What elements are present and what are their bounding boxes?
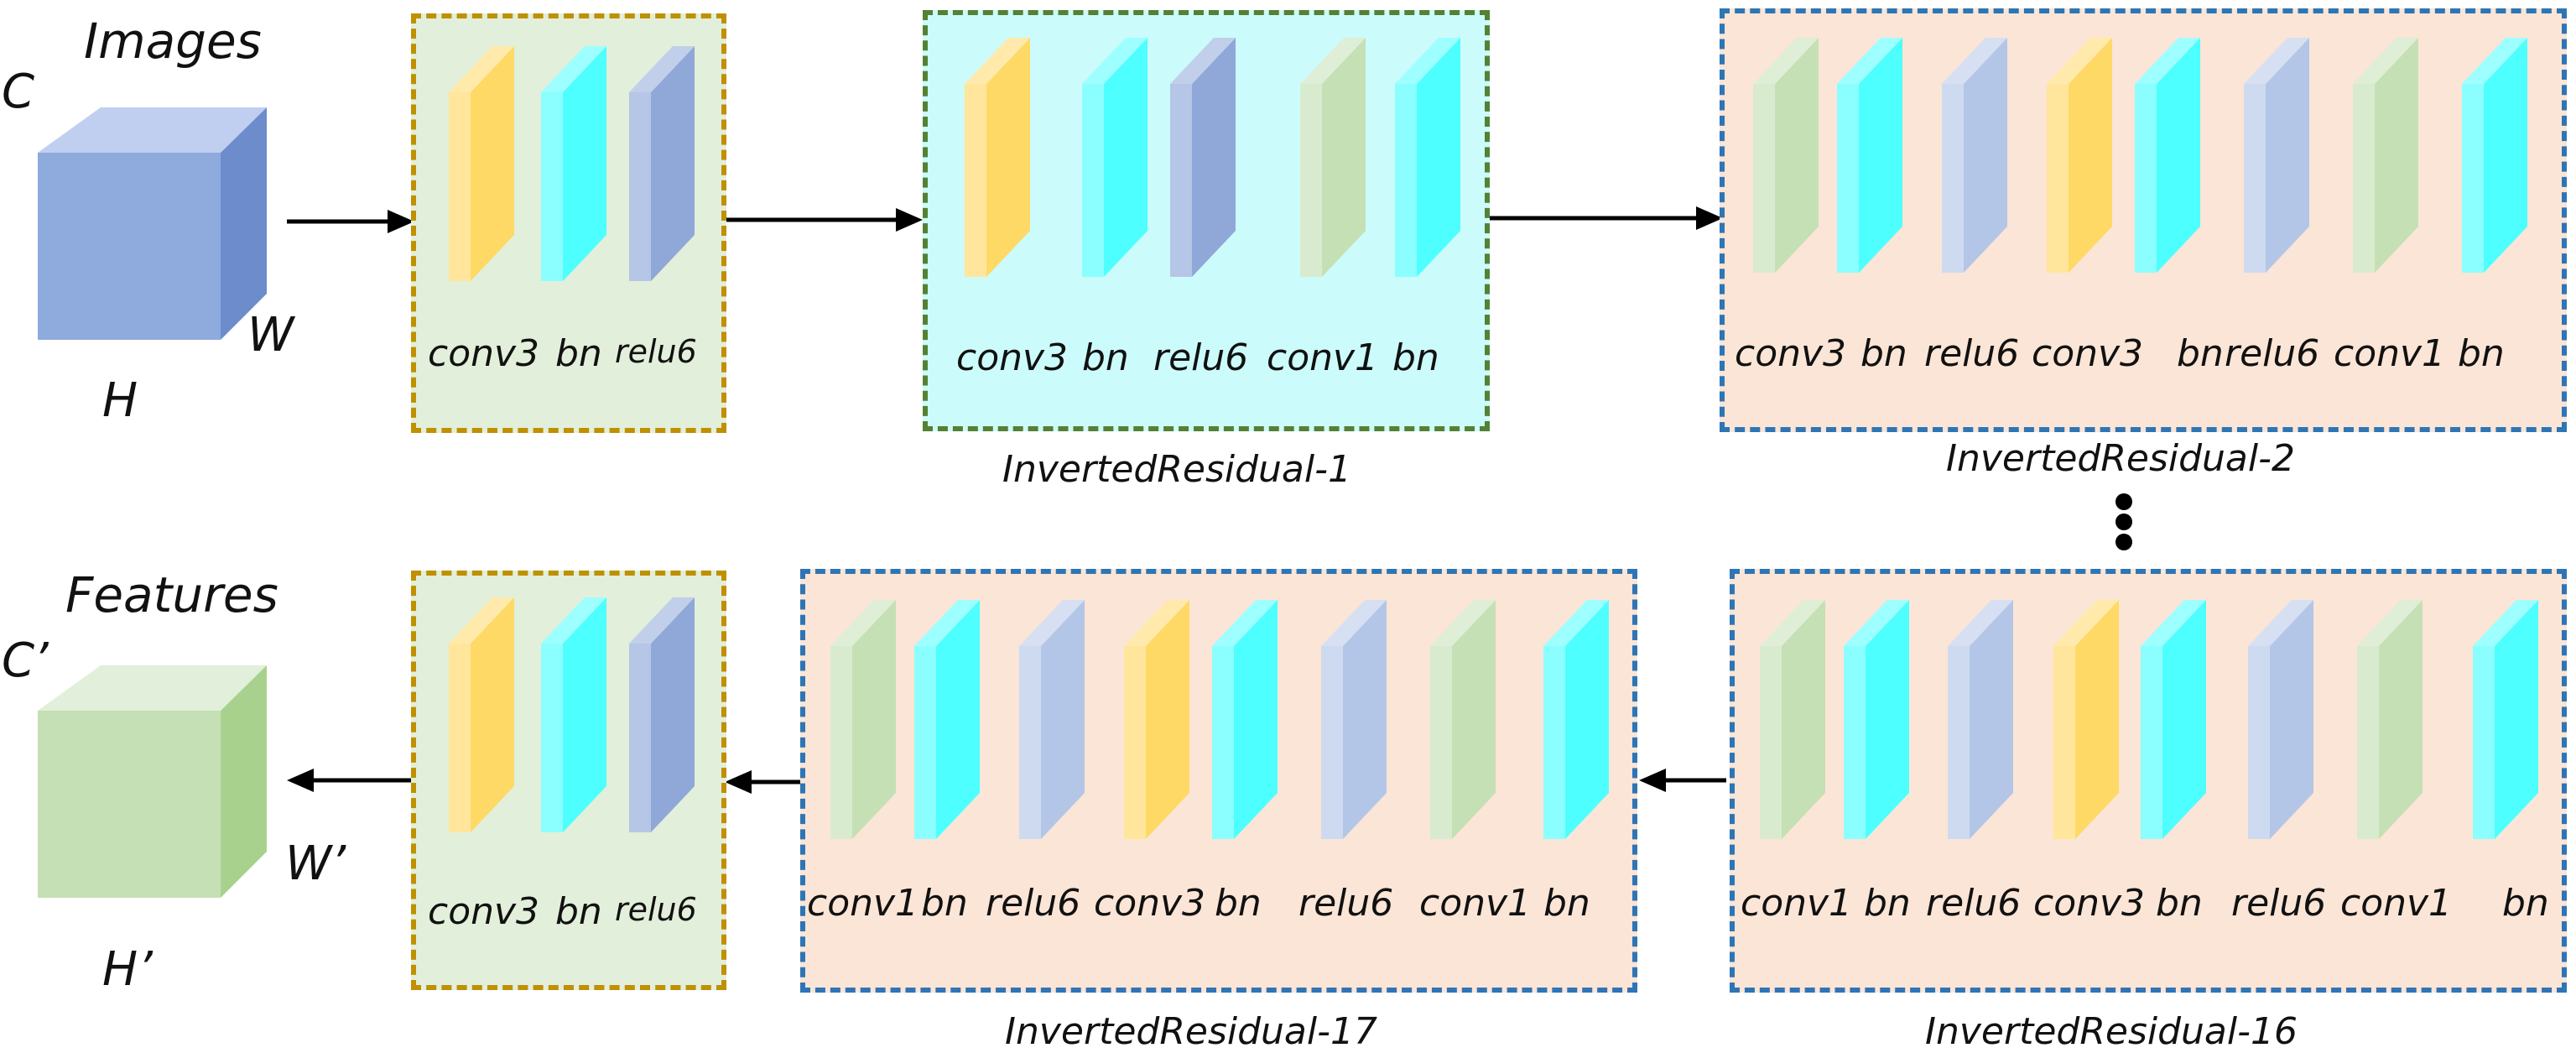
output-cube-front — [38, 711, 221, 898]
output-cube-side — [221, 665, 267, 898]
input-cube-side — [221, 107, 267, 340]
layer-label-bn: bn — [555, 890, 602, 933]
layer-label-conv1: conv1 — [1741, 882, 1853, 925]
input-image-cube — [38, 107, 267, 340]
layer-label-relu6-light: relu6 — [1298, 882, 1394, 925]
layer-label-conv1: conv1 — [807, 882, 919, 925]
block-caption: InvertedResidual-16 — [1925, 1010, 2298, 1053]
block-ir16 — [1730, 569, 2567, 993]
output-cube-top — [38, 665, 267, 711]
layer-label-bn: bn — [1543, 882, 1590, 925]
output-feature-cube — [38, 665, 267, 898]
input-dim-c: C — [2, 65, 35, 119]
arrow-ir16-to-ir17 — [1639, 769, 1726, 792]
layer-label-bn: bn — [1392, 336, 1439, 379]
output-dim-h: H’ — [102, 942, 153, 997]
layer-label-relu6-light: relu6 — [1926, 882, 2022, 925]
layer-label-relu6-tall: relu6 — [615, 333, 697, 370]
layer-label-bn: bn — [555, 332, 602, 375]
layer-label-conv3: conv3 — [1094, 882, 1206, 925]
arrow-stem-to-output — [287, 769, 414, 792]
layer-label-relu6-tall: relu6 — [615, 891, 697, 928]
layer-label-bn: bn — [2458, 332, 2505, 375]
layer-label-bn: bn — [921, 882, 968, 925]
output-title: Features — [65, 566, 278, 623]
layer-label-conv1: conv1 — [2334, 332, 2446, 375]
layer-label-conv3: conv3 — [2032, 332, 2144, 375]
layer-label-bn: bn — [2177, 332, 2224, 375]
layer-label-bn: bn — [1860, 332, 1907, 375]
arrow-ir17-to-stem — [725, 770, 804, 794]
input-title: Images — [84, 13, 262, 70]
layer-label-relu6-light: relu6 — [2225, 332, 2320, 375]
arrow-ir1-to-ir2 — [1490, 206, 1723, 230]
input-cube-top — [38, 107, 267, 153]
arrow-input-to-stem — [287, 210, 414, 233]
layer-label-conv1: conv1 — [2340, 882, 2453, 925]
layer-label-conv1: conv1 — [1267, 336, 1379, 379]
block-caption: InvertedResidual-1 — [1002, 448, 1351, 491]
layer-label-relu6-light: relu6 — [2231, 882, 2327, 925]
block-ir17 — [800, 569, 1637, 993]
layer-label-conv3: conv3 — [428, 890, 540, 933]
input-dim-w: W — [247, 308, 294, 362]
layer-label-bn: bn — [1215, 882, 1262, 925]
layer-label-relu6-light: relu6 — [986, 882, 1081, 925]
layer-label-conv3: conv3 — [956, 336, 1069, 379]
layer-label-bn: bn — [1082, 336, 1129, 379]
input-cube-front — [38, 153, 221, 340]
layer-label-relu6-tall: relu6 — [1153, 336, 1249, 379]
layer-label-bn: bn — [2156, 882, 2203, 925]
output-dim-c: C’ — [2, 633, 49, 688]
layer-label-bn: bn — [2502, 882, 2549, 925]
layer-label-conv3: conv3 — [2033, 882, 2146, 925]
layer-label-conv1: conv1 — [1419, 882, 1532, 925]
block-caption: InvertedResidual-2 — [1946, 437, 2295, 480]
layer-label-conv3: conv3 — [428, 332, 540, 375]
layer-label-bn: bn — [1864, 882, 1911, 925]
arrow-stem-to-ir1 — [725, 208, 923, 232]
layer-label-conv1: conv3 — [1735, 332, 1847, 375]
vertical-ellipsis-icon — [2115, 493, 2132, 550]
block-caption: InvertedResidual-17 — [1005, 1010, 1377, 1053]
output-dim-w: W’ — [285, 837, 346, 891]
input-dim-h: H — [102, 373, 138, 428]
layer-label-relu6-light: relu6 — [1924, 332, 2020, 375]
